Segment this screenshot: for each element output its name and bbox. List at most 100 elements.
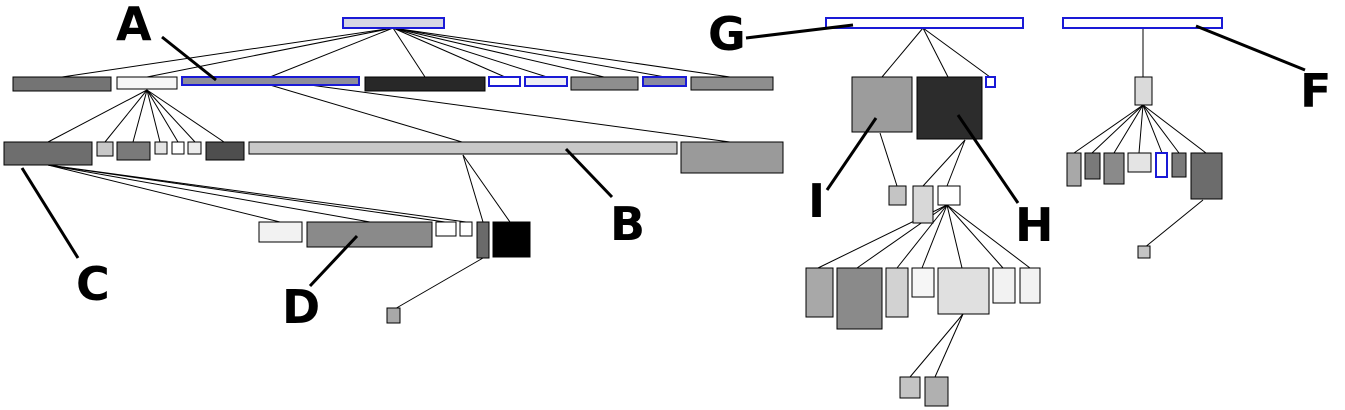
right-tree-nodes bbox=[1062, 17, 1223, 259]
label-h: H bbox=[1015, 198, 1054, 252]
tree-node[interactable] bbox=[899, 376, 921, 399]
edge bbox=[881, 27, 924, 78]
edge bbox=[1073, 104, 1144, 154]
tree-node[interactable] bbox=[1103, 152, 1125, 185]
pointer-g bbox=[745, 23, 854, 40]
tree-node[interactable] bbox=[492, 221, 531, 258]
pointer-i bbox=[825, 117, 878, 191]
tree-node[interactable] bbox=[116, 141, 151, 161]
tree-node[interactable] bbox=[937, 185, 961, 206]
tree-node[interactable] bbox=[1084, 152, 1101, 180]
pointer-b bbox=[564, 147, 614, 199]
tree-node[interactable] bbox=[680, 141, 784, 174]
tree-node-selected[interactable] bbox=[488, 76, 521, 87]
tree-node-selected[interactable] bbox=[524, 76, 568, 87]
tree-node[interactable] bbox=[248, 141, 678, 155]
tree-node[interactable] bbox=[888, 185, 907, 206]
tree-node[interactable] bbox=[1190, 152, 1223, 200]
tree-node[interactable] bbox=[916, 76, 983, 140]
tree-node[interactable] bbox=[171, 141, 185, 155]
edge bbox=[946, 204, 963, 269]
label-c: C bbox=[76, 257, 110, 311]
tree-node[interactable] bbox=[476, 221, 490, 259]
tree-node[interactable] bbox=[364, 76, 486, 92]
edge bbox=[392, 27, 506, 78]
edge bbox=[146, 89, 196, 143]
tree-node[interactable] bbox=[205, 141, 245, 161]
root-node-selected[interactable] bbox=[342, 17, 445, 29]
edge bbox=[47, 164, 281, 223]
tree-node[interactable] bbox=[911, 267, 935, 298]
edge bbox=[309, 84, 731, 143]
tree-node-selected[interactable] bbox=[181, 76, 360, 86]
edge bbox=[934, 313, 964, 378]
tree-node[interactable] bbox=[154, 141, 168, 155]
edge bbox=[146, 89, 179, 143]
tree-node[interactable] bbox=[924, 376, 949, 407]
tree-node[interactable] bbox=[116, 76, 178, 90]
tree-node[interactable] bbox=[435, 221, 457, 237]
tree-node[interactable] bbox=[836, 267, 883, 330]
edge bbox=[879, 132, 898, 187]
tree-node[interactable] bbox=[1137, 245, 1151, 259]
edge bbox=[921, 204, 948, 269]
tree-node[interactable] bbox=[885, 267, 909, 318]
edge bbox=[146, 89, 161, 143]
edge bbox=[61, 27, 394, 78]
pointer-f bbox=[1195, 24, 1306, 72]
edge bbox=[896, 204, 948, 269]
edge bbox=[132, 89, 148, 143]
edge bbox=[1143, 199, 1204, 249]
tree-node[interactable] bbox=[1066, 152, 1082, 187]
tree-node[interactable] bbox=[912, 185, 934, 224]
tree-node[interactable] bbox=[306, 221, 433, 248]
tree-node[interactable] bbox=[258, 221, 303, 243]
root-node-selected[interactable] bbox=[1062, 17, 1223, 29]
edge bbox=[392, 27, 426, 78]
edge bbox=[47, 164, 467, 223]
edge bbox=[1138, 104, 1144, 154]
edge bbox=[1142, 104, 1180, 154]
edge bbox=[269, 27, 394, 78]
tree-node[interactable] bbox=[3, 141, 93, 166]
tree-node[interactable] bbox=[851, 76, 913, 133]
edge bbox=[462, 154, 484, 223]
edge bbox=[392, 27, 731, 78]
tree-node[interactable] bbox=[1171, 152, 1187, 178]
tree-node[interactable] bbox=[805, 267, 834, 318]
label-f: F bbox=[1300, 64, 1331, 118]
label-d: D bbox=[282, 280, 320, 334]
tree-node[interactable] bbox=[690, 76, 774, 91]
edge bbox=[146, 89, 225, 143]
tree-node[interactable] bbox=[1134, 76, 1153, 106]
edge bbox=[1142, 104, 1207, 154]
tree-node-selected[interactable] bbox=[985, 76, 996, 88]
tree-node[interactable] bbox=[96, 141, 114, 157]
edge bbox=[146, 27, 394, 78]
tree-node[interactable] bbox=[386, 307, 401, 324]
tree-node[interactable] bbox=[937, 267, 990, 315]
edge bbox=[269, 84, 463, 143]
tree-node-selected[interactable] bbox=[1155, 152, 1168, 178]
tree-node[interactable] bbox=[992, 267, 1016, 304]
edge bbox=[946, 139, 966, 187]
edge bbox=[922, 139, 966, 187]
label-g: G bbox=[708, 7, 746, 61]
edge bbox=[104, 89, 148, 143]
annotation-labels: A B C D G F H I bbox=[76, 0, 1331, 334]
tree-node[interactable] bbox=[570, 76, 639, 91]
tree-node[interactable] bbox=[1127, 152, 1152, 173]
tree-node[interactable] bbox=[12, 76, 112, 92]
tree-node[interactable] bbox=[459, 221, 473, 237]
tree-node-selected[interactable] bbox=[642, 76, 687, 87]
edge bbox=[392, 27, 605, 78]
left-tree-edges bbox=[47, 27, 731, 311]
edge bbox=[946, 204, 1004, 269]
annotation-pointers bbox=[20, 23, 1306, 288]
tree-node[interactable] bbox=[1019, 267, 1041, 304]
root-node-selected[interactable] bbox=[825, 17, 1024, 29]
tree-node[interactable] bbox=[187, 141, 202, 155]
edge bbox=[909, 313, 964, 378]
edge bbox=[392, 27, 666, 78]
